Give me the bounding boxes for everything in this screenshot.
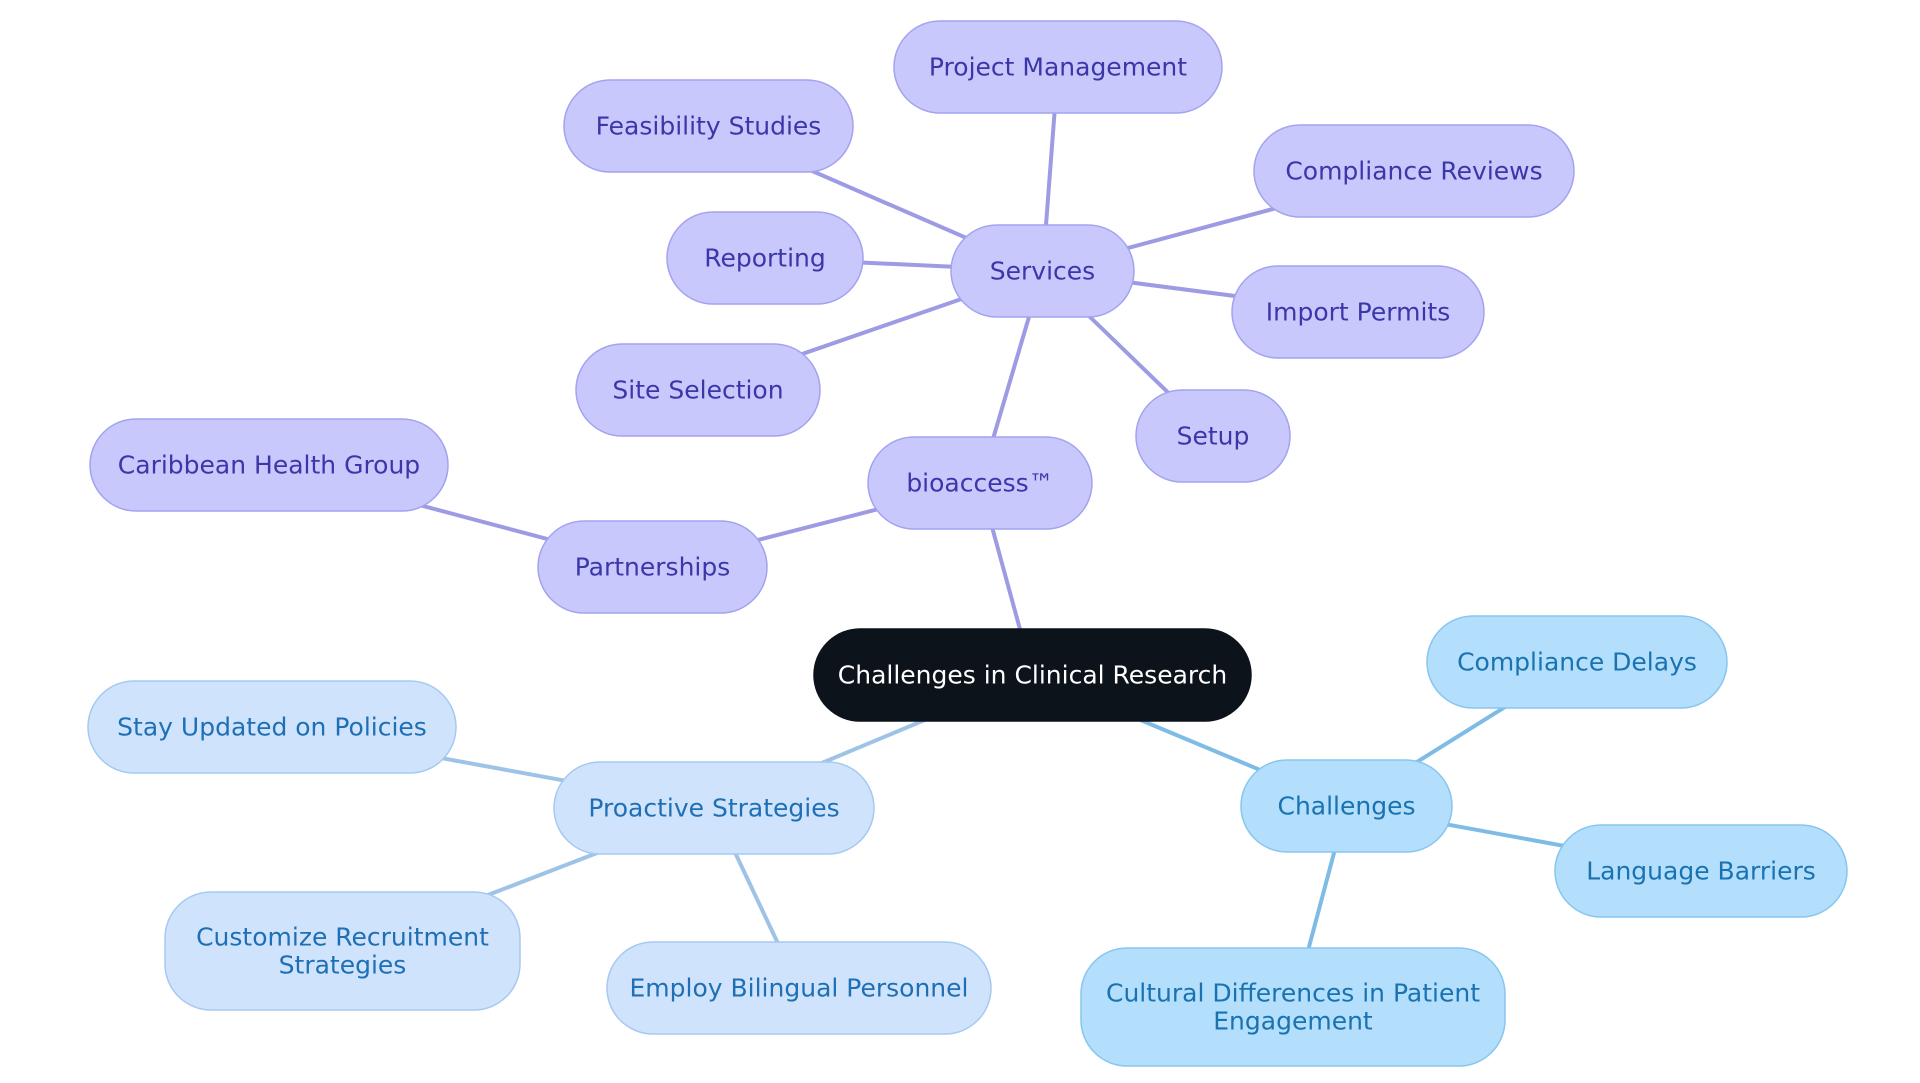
node-label-partnerships: Partnerships [575, 553, 731, 582]
node-label-cultural-differences-line-2: Engagement [1213, 1007, 1373, 1036]
node-services: Services [950, 224, 1135, 318]
node-label-language-barriers: Language Barriers [1586, 857, 1816, 886]
node-label-setup: Setup [1177, 422, 1250, 451]
node-box-bioaccess [867, 436, 1093, 530]
node-label-stay-updated: Stay Updated on Policies [117, 713, 427, 742]
node-label-site-selection: Site Selection [612, 376, 783, 405]
node-box-compliance-delays [1426, 615, 1728, 709]
node-box-site-selection [575, 343, 821, 437]
node-caribbean-health-group: Caribbean Health Group [89, 418, 449, 512]
node-import-permits: Import Permits [1231, 265, 1485, 359]
node-reporting: Reporting [666, 211, 864, 305]
node-partnerships: Partnerships [537, 520, 768, 614]
node-site-selection: Site Selection [575, 343, 821, 437]
nodes-layer: Challenges in Clinical Research bioaccess… [87, 20, 1848, 1067]
node-employ-bilingual: Employ Bilingual Personnel [606, 941, 992, 1035]
node-label-customize-recruitment-line-2: Strategies [279, 951, 407, 980]
node-setup: Setup [1135, 389, 1291, 483]
node-box-partnerships [537, 520, 768, 614]
node-bioaccess: bioaccess™ [867, 436, 1093, 530]
node-box-customize-recruitment [164, 891, 521, 1011]
node-proactive-strategies: Proactive Strategies [553, 761, 875, 855]
node-box-setup [1135, 389, 1291, 483]
node-label-root: Challenges in Clinical Research [838, 661, 1227, 690]
node-box-root [813, 628, 1252, 722]
node-label-caribbean-health-group: Caribbean Health Group [118, 451, 420, 480]
node-label-feasibility-studies: Feasibility Studies [596, 112, 822, 141]
node-box-caribbean-health-group [89, 418, 449, 512]
node-label-services: Services [990, 257, 1095, 286]
node-compliance-reviews: Compliance Reviews [1253, 124, 1575, 218]
node-box-proactive-strategies [553, 761, 875, 855]
node-root: Challenges in Clinical Research [813, 628, 1252, 722]
node-box-feasibility-studies [563, 79, 854, 173]
node-box-challenges [1240, 759, 1453, 853]
node-box-services [950, 224, 1135, 318]
node-project-management: Project Management [893, 20, 1223, 114]
node-feasibility-studies: Feasibility Studies [563, 79, 854, 173]
node-box-stay-updated [87, 680, 457, 774]
node-label-project-management: Project Management [929, 53, 1187, 82]
node-box-project-management [893, 20, 1223, 114]
node-compliance-delays: Compliance Delays [1426, 615, 1728, 709]
node-label-import-permits: Import Permits [1266, 298, 1450, 327]
node-label-customize-recruitment-line-1: Customize Recruitment [196, 923, 489, 952]
node-box-language-barriers [1554, 824, 1848, 918]
node-label-cultural-differences-line-1: Cultural Differences in Patient [1106, 979, 1480, 1008]
node-stay-updated: Stay Updated on Policies [87, 680, 457, 774]
node-language-barriers: Language Barriers [1554, 824, 1848, 918]
node-box-import-permits [1231, 265, 1485, 359]
node-label-bioaccess: bioaccess™ [906, 469, 1053, 498]
node-box-compliance-reviews [1253, 124, 1575, 218]
node-label-compliance-reviews: Compliance Reviews [1285, 157, 1542, 186]
node-label-reporting: Reporting [704, 244, 826, 273]
node-cultural-differences: Cultural Differences in PatientEngagemen… [1080, 947, 1506, 1067]
node-box-cultural-differences [1080, 947, 1506, 1067]
node-box-employ-bilingual [606, 941, 992, 1035]
node-label-compliance-delays: Compliance Delays [1457, 648, 1697, 677]
node-challenges: Challenges [1240, 759, 1453, 853]
node-box-reporting [666, 211, 864, 305]
node-label-proactive-strategies: Proactive Strategies [588, 794, 839, 823]
node-label-challenges: Challenges [1277, 792, 1415, 821]
node-label-employ-bilingual: Employ Bilingual Personnel [630, 974, 969, 1003]
